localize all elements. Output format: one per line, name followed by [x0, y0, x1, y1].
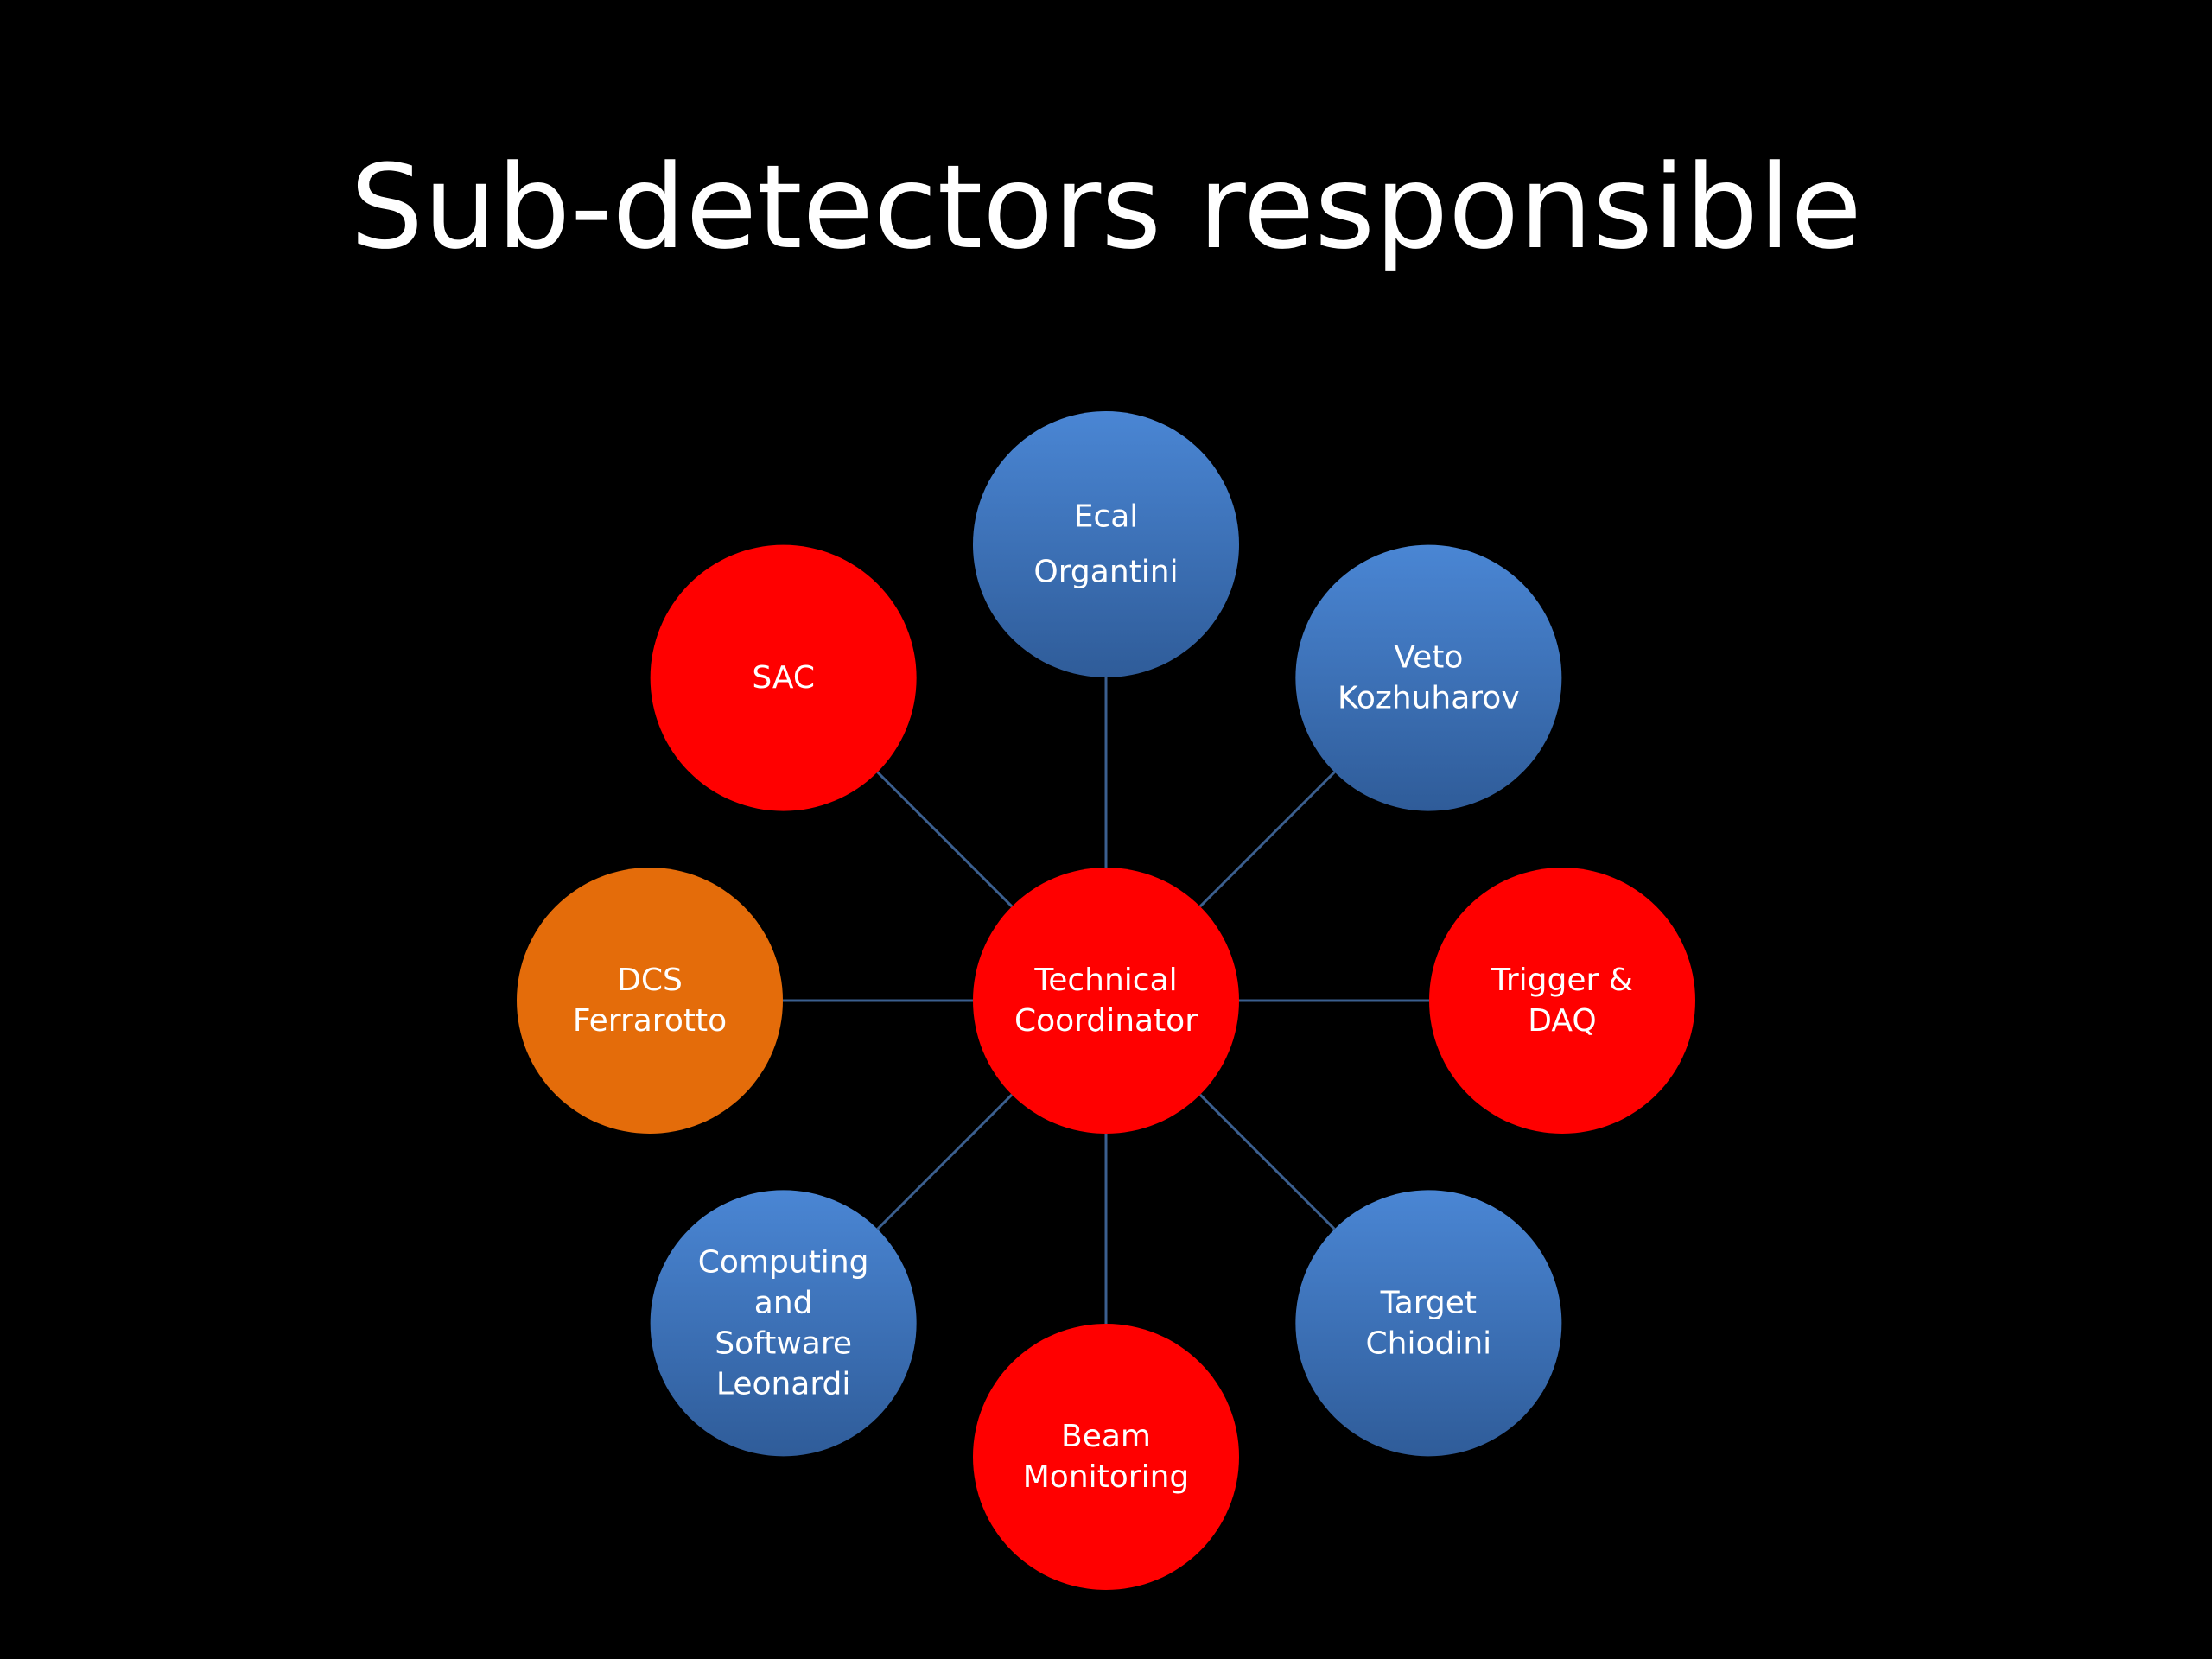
connector-computing-software — [876, 1093, 1014, 1230]
node-trigger-daq-circle — [1429, 868, 1695, 1134]
node-dcs: DCS Ferrarotto — [517, 868, 783, 1134]
node-beam-monitoring-circle — [973, 1324, 1239, 1590]
node-computing-software-label-line: Computing — [698, 1244, 869, 1280]
node-trigger-daq-label-line: Trigger & — [1491, 963, 1633, 998]
node-beam-monitoring-label-line: Monitoring — [1023, 1459, 1190, 1495]
node-trigger-daq-label-line: DAQ — [1528, 1003, 1596, 1039]
node-dcs-label-line: DCS — [617, 963, 683, 998]
node-computing-software-circle — [650, 1190, 917, 1457]
connector-target — [1198, 1093, 1336, 1230]
node-target-label-line: Target — [1380, 1285, 1477, 1320]
node-veto-label-line: Veto — [1394, 640, 1463, 676]
node-veto-circle — [1295, 544, 1562, 811]
node-target-label-line: Chiodini — [1366, 1325, 1492, 1361]
node-trigger-daq: Trigger & DAQ — [1429, 868, 1695, 1134]
node-dcs-circle — [517, 868, 783, 1134]
connector-sac — [876, 771, 1014, 908]
node-technical-coordinator-label-line: Coordinator — [1014, 1003, 1198, 1039]
node-beam-monitoring-label-line: Beam — [1061, 1419, 1151, 1454]
connector-veto — [1198, 771, 1336, 908]
node-target-circle — [1295, 1190, 1562, 1457]
node-computing-software-label-line: Software — [715, 1325, 852, 1361]
node-ecal-label-line: Organtini — [1033, 555, 1178, 590]
node-ecal-circle — [973, 411, 1239, 677]
node-sac: SAC — [650, 544, 917, 811]
node-ecal-label-line: Ecal — [1074, 499, 1139, 535]
node-dcs-label-line: Ferrarotto — [573, 1003, 727, 1039]
node-computing-software-label-line: Leonardi — [716, 1366, 851, 1402]
node-computing-software-label-line: and — [754, 1285, 813, 1320]
node-sac-circle — [650, 544, 917, 811]
slide-title: Sub-detectors responsible — [350, 140, 1862, 275]
connectors — [783, 677, 1429, 1324]
node-sac-label-line: SAC — [752, 660, 815, 696]
node-technical-coordinator-circle — [973, 868, 1239, 1134]
node-technical-coordinator-label-line: Technical — [1033, 963, 1177, 998]
node-veto-label-line: Kozhuharov — [1338, 681, 1520, 716]
